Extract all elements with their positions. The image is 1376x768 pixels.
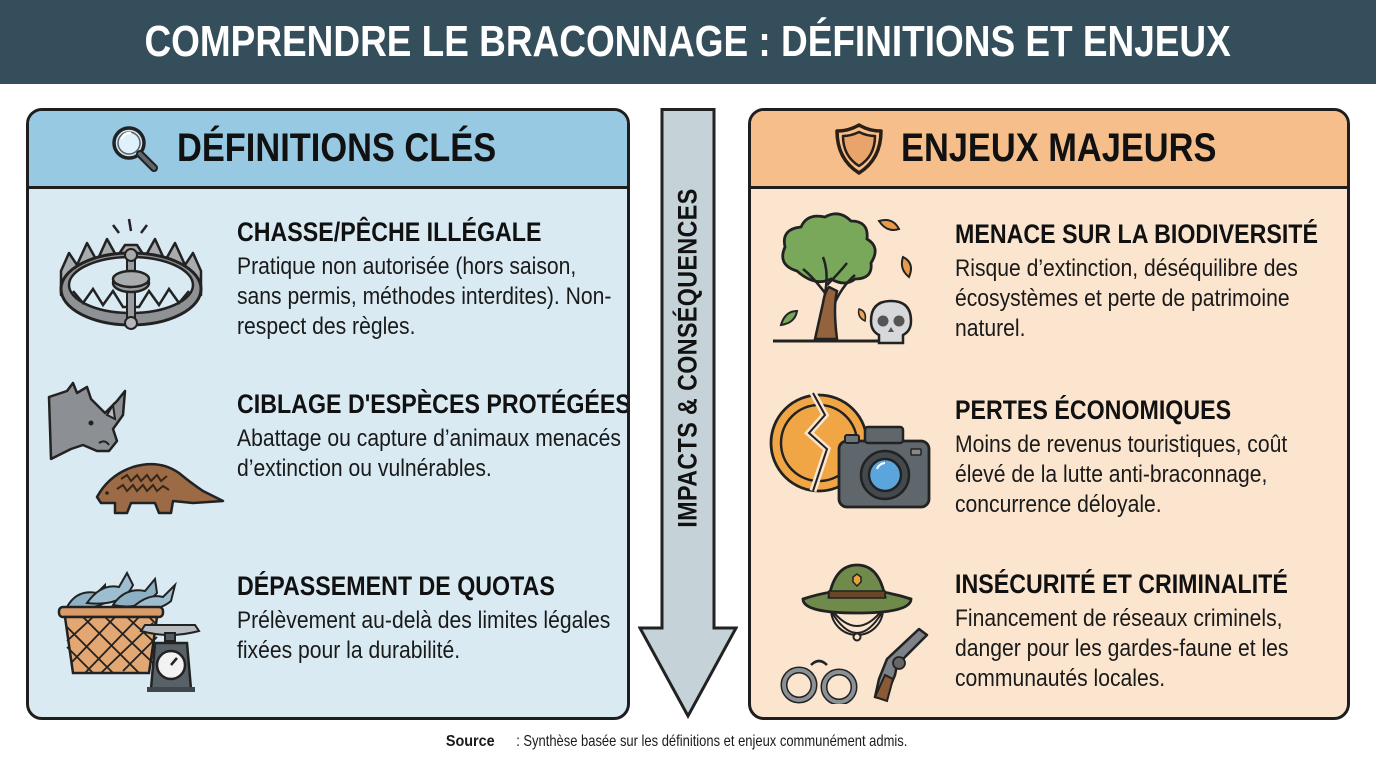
source-text: : Synthèse basée sur les définitions et … xyxy=(516,733,908,750)
stakes-header: ENJEUX MAJEURS xyxy=(751,111,1347,189)
magnifying-glass-icon xyxy=(112,125,159,172)
stakes-heading: ENJEUX MAJEURS xyxy=(900,126,1217,170)
stake-text-block: MENACE SUR LA BIODIVERSITÉ Risque d’exti… xyxy=(955,219,1341,344)
stake-description: Moins de revenus touristiques, coût élev… xyxy=(955,431,1288,518)
bear-trap-icon xyxy=(43,211,223,361)
definition-description: Prélèvement au-delà des limites légales … xyxy=(237,607,611,664)
definition-description: Pratique non autorisée (hors saison, san… xyxy=(237,253,612,340)
stake-title: PERTES ÉCONOMIQUES xyxy=(955,395,1232,425)
stake-text-block: PERTES ÉCONOMIQUES Moins de revenus tour… xyxy=(955,395,1341,520)
stake-description: Financement de réseaux criminels, danger… xyxy=(955,605,1289,692)
stake-text-block: INSÉCURITÉ ET CRIMINALITÉ Financement de… xyxy=(955,569,1341,694)
title-banner: COMPRENDRE LE BRACONNAGE : DÉFINITIONS E… xyxy=(0,0,1376,84)
definition-text-block: CIBLAGE D'ESPÈCES PROTÉGÉES Abattage ou … xyxy=(237,389,630,484)
definition-title: CHASSE/PÊCHE ILLÉGALE xyxy=(237,217,542,247)
stake-title: INSÉCURITÉ ET CRIMINALITÉ xyxy=(955,569,1288,599)
stakes-panel: ENJEUX MAJEURS MENACE SUR LA BIODIVERSIT… xyxy=(748,108,1350,720)
broken-coin-camera-icon xyxy=(769,387,949,517)
definition-title: DÉPASSEMENT DE QUOTAS xyxy=(237,571,555,601)
impacts-label: IMPACTS & CONSÉQUENCES xyxy=(672,188,703,528)
source-label: Source xyxy=(446,733,496,750)
impacts-arrow: IMPACTS & CONSÉQUENCES xyxy=(637,108,739,720)
down-arrow-icon xyxy=(637,108,739,720)
definition-text-block: CHASSE/PÊCHE ILLÉGALE Pratique non autor… xyxy=(237,217,621,342)
stake-title: MENACE SUR LA BIODIVERSITÉ xyxy=(955,219,1318,249)
definitions-heading: DÉFINITIONS CLÉS xyxy=(177,126,497,170)
definition-text-block: DÉPASSEMENT DE QUOTAS Prélèvement au-del… xyxy=(237,571,621,666)
definition-description: Abattage ou capture d’animaux menacés d’… xyxy=(237,425,621,482)
rhino-pangolin-icon xyxy=(43,379,225,524)
shield-icon xyxy=(834,122,883,175)
definitions-header: DÉFINITIONS CLÉS xyxy=(29,111,627,189)
ranger-hat-handcuffs-revolver-icon xyxy=(771,559,951,706)
source-note: Source : Synthèse basée sur les définitio… xyxy=(0,733,1376,751)
page-title: COMPRENDRE LE BRACONNAGE : DÉFINITIONS E… xyxy=(144,17,1232,66)
tree-skull-icon xyxy=(767,207,947,347)
fish-basket-scale-icon xyxy=(53,563,233,693)
definitions-panel: DÉFINITIONS CLÉS CHASSE/PÊCHE ILLÉGALE P… xyxy=(26,108,630,720)
stake-description: Risque d’extinction, déséquilibre des éc… xyxy=(955,255,1298,342)
definition-title: CIBLAGE D'ESPÈCES PROTÉGÉES xyxy=(237,389,630,419)
